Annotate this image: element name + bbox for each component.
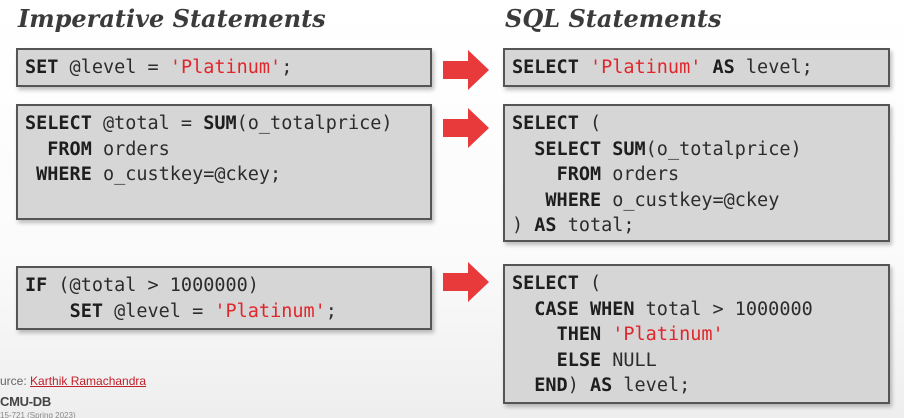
sql-code-box-1: SELECT 'Platinum' AS level; (503, 48, 890, 87)
code-text: o_custkey=@ckey (601, 189, 780, 211)
keyword: END (534, 375, 568, 396)
sql-code-box-3: SELECT ( CASE WHEN total > 1000000 THEN … (503, 264, 890, 404)
keyword: AS (534, 215, 557, 236)
code-text: (o_totalprice) (236, 113, 393, 134)
code-text: level; (612, 375, 691, 396)
keyword: SELECT (512, 113, 579, 134)
keyword: WHERE (36, 164, 92, 185)
imperative-code-box-3: IF (@total > 1000000) SET @level = 'Plat… (16, 266, 432, 330)
keyword: SUM (203, 113, 237, 134)
code-text: @level = (58, 57, 170, 78)
code-line: WHERE o_custkey=@ckey (512, 188, 888, 214)
code-line: SELECT SUM(o_totalprice) (512, 137, 888, 163)
sql-heading: SQL Statements (505, 4, 722, 33)
code-text (579, 57, 590, 78)
code-text: (@total > 1000000) (47, 275, 259, 296)
code-text (701, 57, 712, 78)
keyword: AS (589, 375, 613, 396)
code-line: SELECT @total = SUM(o_totalprice) (25, 111, 430, 137)
keyword: CASE WHEN (534, 298, 635, 320)
indent (512, 164, 557, 185)
code-line: WHERE o_custkey=@ckey; (25, 162, 430, 188)
source-link[interactable]: Karthik Ramachandra (30, 374, 147, 388)
keyword: SELECT (512, 273, 579, 294)
indent (512, 190, 545, 211)
code-line: ) AS total; (512, 213, 888, 239)
string-literal: 'Platinum' (169, 57, 282, 78)
code-line: FROM orders (25, 137, 430, 163)
string-literal: 'Platinum' (589, 57, 702, 78)
course-label: 15-721 (Spring 2023) (0, 411, 76, 418)
code-text: total; (556, 215, 635, 236)
indent (512, 139, 534, 160)
code-line: IF (@total > 1000000) (25, 273, 430, 299)
code-text (601, 139, 612, 160)
indent (512, 375, 534, 396)
code-text: ) (512, 215, 535, 236)
code-text: orders (91, 138, 170, 160)
right-arrow-icon (443, 108, 489, 148)
imperative-heading: Imperative Statements (18, 4, 326, 33)
code-text: ; (325, 300, 337, 322)
indent (512, 324, 557, 345)
code-line: SELECT ( (512, 271, 888, 297)
keyword: WHERE (545, 189, 602, 211)
keyword: ELSE (556, 349, 602, 371)
string-literal: 'Platinum' (214, 300, 326, 322)
right-arrow-icon (443, 262, 489, 302)
keyword: FROM (47, 138, 92, 160)
code-text: orders (601, 164, 680, 185)
sql-code-box-2: SELECT ( SELECT SUM(o_totalprice) FROM o… (503, 104, 890, 242)
keyword: SUM (612, 138, 646, 160)
keyword: THEN (556, 324, 602, 345)
code-text: @total = (91, 113, 204, 134)
keyword: SET (25, 57, 59, 78)
code-line: CASE WHEN total > 1000000 (512, 297, 888, 323)
keyword: SELECT (512, 57, 579, 78)
code-text: NULL (601, 349, 657, 371)
source-prefix: urce: (0, 374, 31, 388)
keyword: SELECT (534, 138, 602, 160)
source-credit: urce: Karthik Ramachandra (0, 374, 146, 388)
code-text: ; (281, 57, 293, 78)
code-text: @level = (102, 300, 215, 322)
code-text (601, 324, 612, 345)
right-arrow-icon (443, 50, 489, 90)
indent (25, 164, 36, 185)
string-literal: 'Platinum' (612, 324, 724, 345)
code-text: o_custkey=@ckey; (91, 164, 282, 185)
code-text: total > 1000000 (634, 298, 813, 320)
code-line: THEN 'Platinum' (512, 322, 888, 348)
keyword: SELECT (25, 113, 92, 134)
code-line: END) AS level; (512, 373, 888, 399)
code-text: ( (578, 273, 602, 294)
code-line: FROM orders (512, 162, 888, 188)
code-text: ) (567, 375, 590, 396)
code-text: level; (734, 57, 813, 78)
imperative-code-box-1: SET @level = 'Platinum'; (16, 48, 432, 87)
indent (512, 350, 557, 371)
indent (512, 299, 534, 320)
code-line: SELECT ( (512, 111, 888, 137)
code-line: SELECT 'Platinum' AS level; (512, 55, 888, 81)
indent (25, 301, 70, 322)
code-text: ( (578, 113, 602, 134)
keyword: SET (69, 300, 103, 322)
imperative-code-box-2: SELECT @total = SUM(o_totalprice) FROM o… (16, 104, 432, 220)
keyword: AS (712, 57, 735, 78)
cmu-db-logo: CMU-DB (0, 394, 51, 409)
code-line: SET @level = 'Platinum'; (25, 299, 430, 325)
code-line: SET @level = 'Platinum'; (25, 55, 430, 81)
code-line: ELSE NULL (512, 348, 888, 374)
keyword: FROM (556, 164, 602, 185)
indent (25, 139, 47, 160)
code-text: (o_totalprice) (645, 138, 802, 160)
keyword: IF (25, 275, 48, 296)
